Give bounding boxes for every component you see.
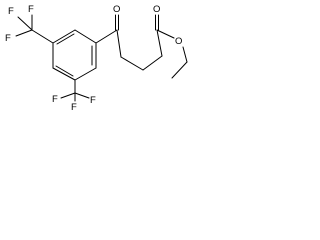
ring-double-bond-inner-2 [55,65,74,77]
chain-bond-1 [116,29,122,58]
bond-cf3-top-f-left [15,29,33,37]
ester-group: O O [153,4,188,79]
ring-bond-1 [74,29,97,44]
bond-ethyl [171,61,188,79]
fluorine-label: F [5,33,11,44]
trifluoromethyl-bottom: F F F [52,79,96,111]
fluorine-label: F [90,95,96,106]
oxygen-label: O [175,36,182,47]
fluorine-label: F [71,102,77,111]
fluorine-label: F [8,6,14,17]
alkyl-chain [116,29,163,71]
bond-cf3-bottom-f-left [60,92,76,99]
oxygen-label: O [153,4,160,15]
chain-bond-4 [156,29,163,57]
benzene-ring [52,29,97,81]
bond-ester-c-o [156,29,175,39]
ring-bond-4 [52,67,76,81]
ring-bond-6 [52,29,76,44]
oxygen-label: O [113,4,120,15]
trifluoromethyl-top: F F F [5,4,54,44]
bond-ring-to-ketone-carbon [95,29,118,44]
ring-double-bond-inner-3 [56,33,75,45]
fluorine-label: F [52,94,58,105]
ring-bond-3 [74,67,97,81]
ketone-group: O [95,4,120,44]
bond-cf3-bottom-f-right [74,92,90,99]
fluorine-label: F [28,4,34,15]
bond-cf3-top-f-upleft [17,16,33,31]
chemical-structure: F F F F F F O O O [5,4,188,111]
bond-o-ethyl [182,46,188,63]
bond-ring-to-cf3-top [31,29,54,44]
chain-bond-2 [120,56,144,71]
chain-bond-3 [142,55,163,71]
